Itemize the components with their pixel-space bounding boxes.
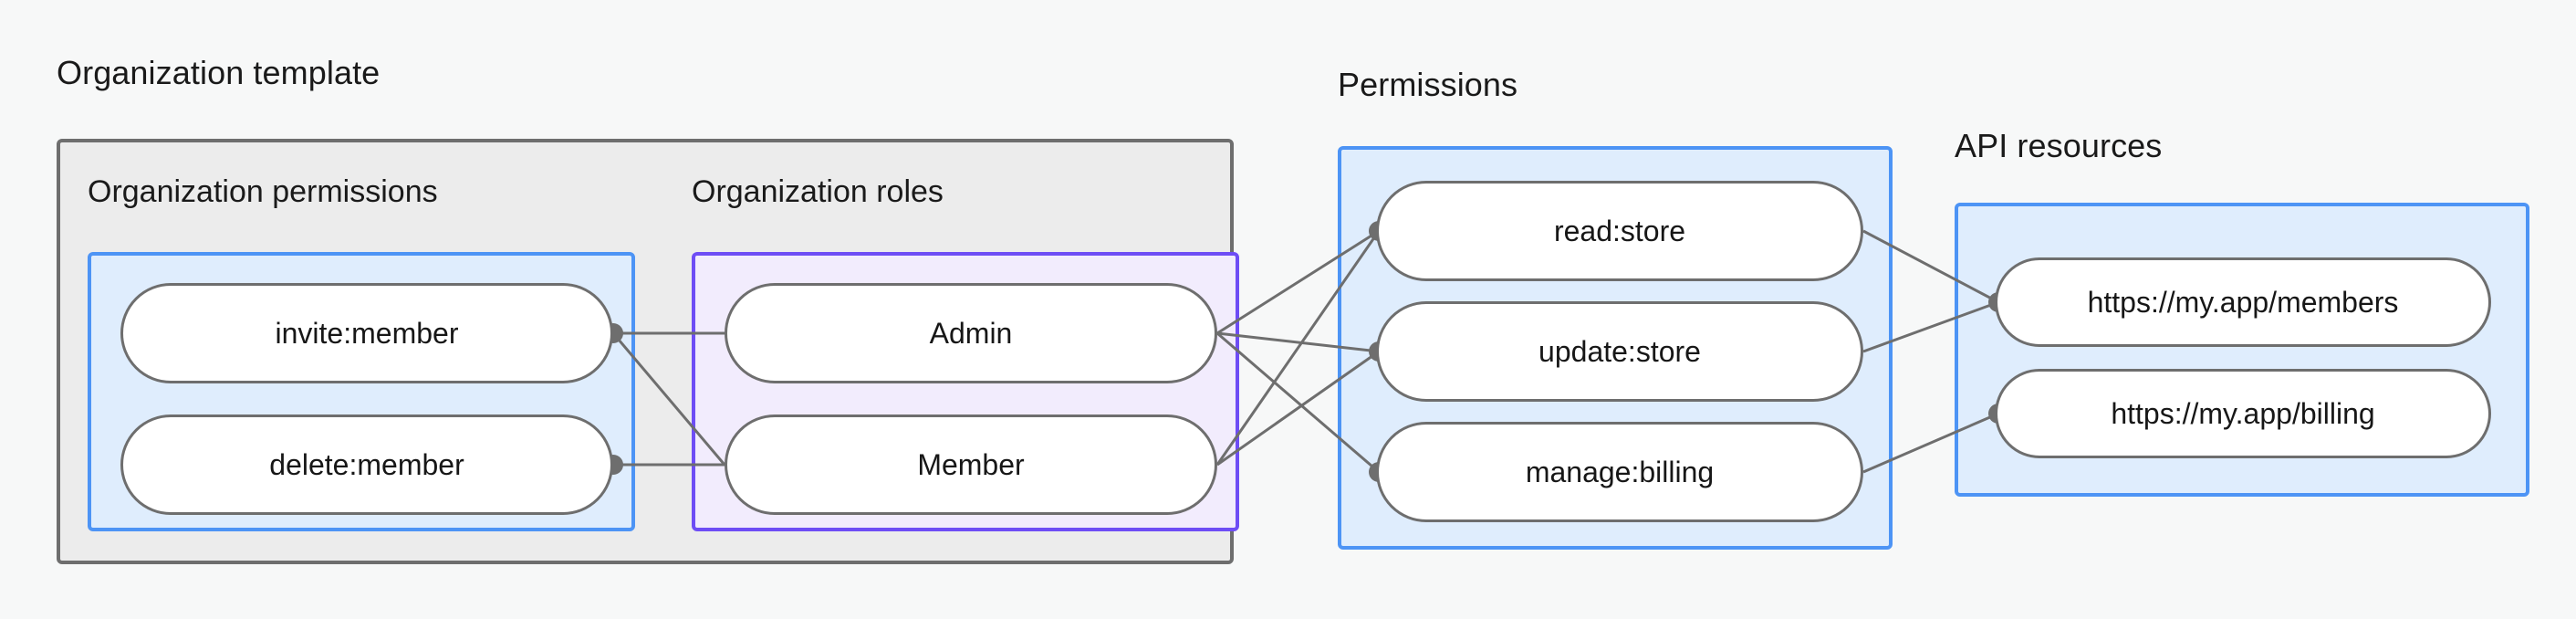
api-resources-label: API resources [1955,127,2163,164]
node-delete-member[interactable]: delete:member [120,414,613,515]
node-read-store[interactable]: read:store [1376,181,1863,281]
organization-roles-label: Organization roles [692,174,944,209]
node-admin[interactable]: Admin [725,283,1217,383]
node-billing-url[interactable]: https://my.app/billing [1995,369,2491,458]
permissions-label: Permissions [1338,66,1518,103]
node-update-store[interactable]: update:store [1376,301,1863,402]
node-members-url[interactable]: https://my.app/members [1995,257,2491,347]
node-invite-member[interactable]: invite:member [120,283,613,383]
node-member[interactable]: Member [725,414,1217,515]
organization-permissions-label: Organization permissions [88,174,438,209]
node-manage-billing[interactable]: manage:billing [1376,422,1863,522]
organization-template-label: Organization template [57,54,381,91]
